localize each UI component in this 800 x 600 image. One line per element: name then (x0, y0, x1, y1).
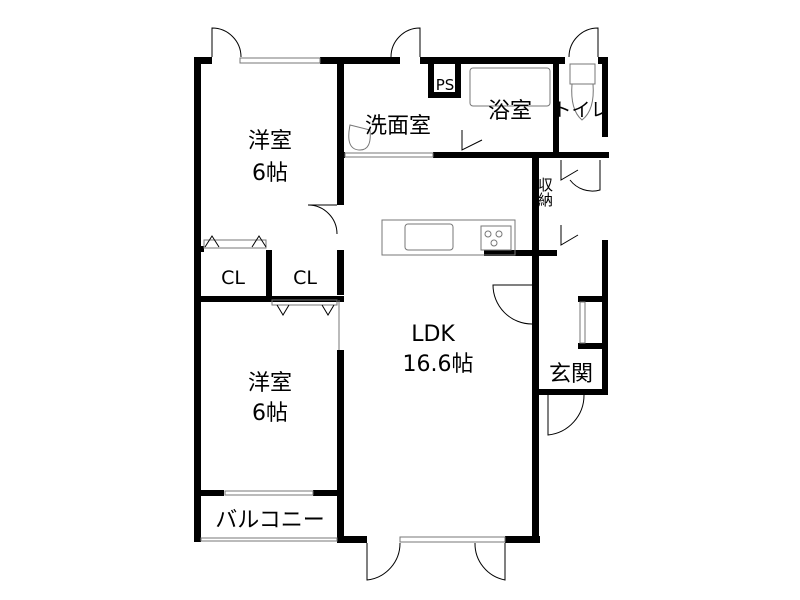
western-room-1-label: 洋室 (248, 129, 292, 154)
western-room-1-size: 6帖 (252, 161, 288, 186)
closet-1-label: CL (221, 267, 245, 289)
storage-label: 収納 (536, 177, 554, 208)
ldk-size: 16.6帖 (403, 352, 474, 377)
doors (204, 27, 601, 581)
pipe-space-label: PS (436, 76, 455, 94)
closet-2-label: CL (293, 267, 317, 289)
toilet-label: トイレ (552, 99, 609, 121)
entrance-label: 玄関 (549, 362, 593, 387)
washroom-label: 洗面室 (365, 114, 431, 139)
walls (194, 57, 609, 543)
balcony-label: バルコニー (215, 508, 325, 533)
bathroom-label: 浴室 (488, 99, 532, 124)
western-room-2-size: 6帖 (252, 401, 288, 426)
ldk-label: LDK (411, 322, 455, 347)
windows (200, 57, 596, 543)
western-room-2-label: 洋室 (248, 371, 292, 396)
